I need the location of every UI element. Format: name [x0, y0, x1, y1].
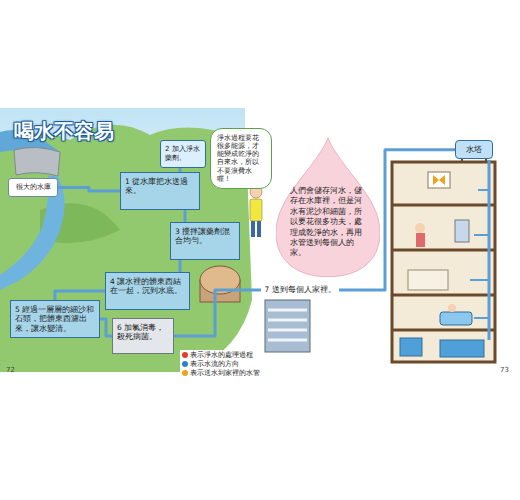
intake-pool: 1 從水庫把水送過來。 — [120, 172, 200, 210]
title: 喝水不容易 — [14, 118, 114, 145]
node-text: 2 加入淨水藥劑。 — [165, 145, 201, 163]
chemical-tank: 2 加入淨水藥劑。 — [160, 140, 206, 168]
reservoir-label: 很大的水庫 — [8, 178, 58, 197]
legend-text: 表示淨水的處理過程 — [190, 351, 253, 359]
water-pipe — [100, 319, 112, 336]
filter-pool: 5 經過一層層的細沙和石頭，把髒東西濾出來，讓水變清。 — [10, 300, 100, 338]
legend-item: 表示淨水的處理過程 — [182, 351, 260, 360]
node-text: 4 讓水裡的髒東西結在一起，沉到水底。 — [110, 277, 185, 296]
water-pipe — [179, 260, 182, 272]
water-pipe — [55, 291, 105, 300]
node-text: 淨水過程要花很多能源，才能變成乾淨的自來水，所以不要浪費水喔！ — [217, 134, 265, 183]
node-text: 1 從水庫把水送過來。 — [125, 177, 195, 196]
legend-text: 表示送水到家裡的水管 — [190, 369, 260, 377]
speech-bubble: 淨水過程要花很多能源，才能變成乾淨的自來水，所以不要浪費水喔！ — [210, 128, 272, 189]
disinfection-building: 6 加氯消毒，殺死病菌。 — [112, 318, 174, 354]
page-number: 73 — [500, 366, 509, 374]
office-building — [265, 300, 310, 352]
legend-swatch — [182, 370, 188, 376]
node-text: 水塔 — [460, 145, 488, 154]
mixing-pool: 3 攪拌讓藥劑混合均勻。 — [170, 222, 240, 260]
node-text: 人們會儲存河水，儲存在水庫裡，但是河水有泥沙和細菌，所以要花很多功夫，處理成乾淨… — [290, 186, 366, 259]
legend-item: 表示水流的方向 — [182, 360, 260, 369]
legend-text: 表示水流的方向 — [190, 360, 239, 368]
legend-swatch — [182, 352, 188, 358]
node-text: 6 加氯消毒，殺死病菌。 — [117, 323, 169, 342]
node-text: 3 攪拌讓藥劑混合均勻。 — [175, 227, 235, 246]
settling-pool: 4 讓水裡的髒東西結在一起，沉到水底。 — [105, 272, 190, 310]
house — [392, 158, 495, 362]
legend-swatch — [182, 361, 188, 367]
round-tank — [200, 266, 240, 302]
water-pipe — [184, 210, 187, 222]
legend-item: 表示送水到家裡的水管 — [182, 369, 260, 378]
edge-label: 7 送到每個人家裡。 — [261, 284, 338, 296]
node-text: 5 經過一層層的細沙和石頭，把髒東西濾出來，讓水變清。 — [15, 305, 95, 333]
info-drop: 人們會儲存河水，儲存在水庫裡，但是河水有泥沙和細菌，所以要花很多功夫，處理成乾淨… — [276, 138, 380, 277]
page-number: 72 — [6, 366, 15, 374]
node-text: 很大的水庫 — [13, 183, 53, 192]
legend: 表示淨水的處理過程表示水流的方向表示送水到家裡的水管 — [180, 350, 262, 379]
water-tower: 水塔 — [455, 140, 493, 159]
water-pipe — [58, 187, 120, 191]
